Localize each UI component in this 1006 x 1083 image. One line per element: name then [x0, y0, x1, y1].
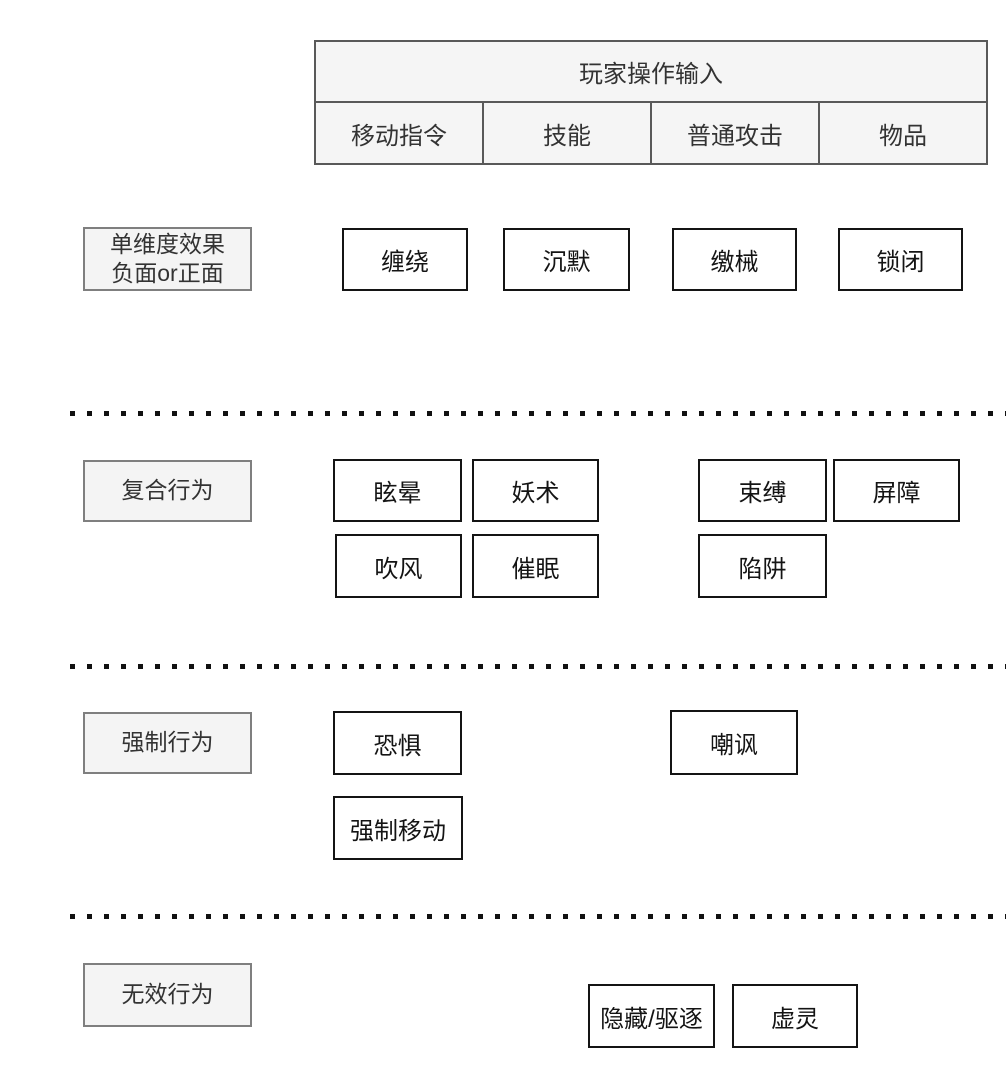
- dotted-divider-2: [70, 664, 1006, 669]
- column-skill: 技能: [484, 103, 652, 163]
- effect-box-forced-move: 强制移动: [333, 796, 463, 860]
- player-input-table: 玩家操作输入 移动指令 技能 普通攻击 物品: [314, 40, 988, 165]
- effect-box-ethereal: 虚灵: [732, 984, 858, 1048]
- effect-box-fear: 恐惧: [333, 711, 462, 775]
- effect-box-disarm: 缴械: [672, 228, 797, 291]
- column-normal-attack: 普通攻击: [652, 103, 820, 163]
- column-item: 物品: [879, 122, 927, 150]
- category-label-forced: 强制行为: [83, 712, 252, 774]
- category-label-invalid: 无效行为: [83, 963, 252, 1027]
- column-move-command: 移动指令: [316, 103, 484, 163]
- effect-box-stun: 眩晕: [333, 459, 462, 522]
- effect-box-entangle: 缠绕: [342, 228, 468, 291]
- dotted-divider-1: [70, 411, 1006, 416]
- dotted-divider-3: [70, 914, 1006, 919]
- effect-box-sleep: 催眠: [472, 534, 599, 598]
- effect-box-hex: 妖术: [472, 459, 599, 522]
- effect-box-lock: 锁闭: [838, 228, 963, 291]
- player-input-table-title: 玩家操作输入: [316, 42, 986, 103]
- effect-box-hide-banish: 隐藏/驱逐: [588, 984, 715, 1048]
- effect-box-silence: 沉默: [503, 228, 630, 291]
- effect-box-gust: 吹风: [335, 534, 462, 598]
- effect-box-trap: 陷阱: [698, 534, 827, 598]
- category-label-compound: 复合行为: [83, 460, 252, 522]
- effect-box-taunt: 嘲讽: [670, 710, 798, 775]
- category-label-single-dimension: 单维度效果 负面or正面: [83, 227, 252, 291]
- player-input-columns: 移动指令 技能 普通攻击 物品: [316, 103, 986, 163]
- effect-box-root: 束缚: [698, 459, 827, 522]
- effect-box-barrier: 屏障: [833, 459, 960, 522]
